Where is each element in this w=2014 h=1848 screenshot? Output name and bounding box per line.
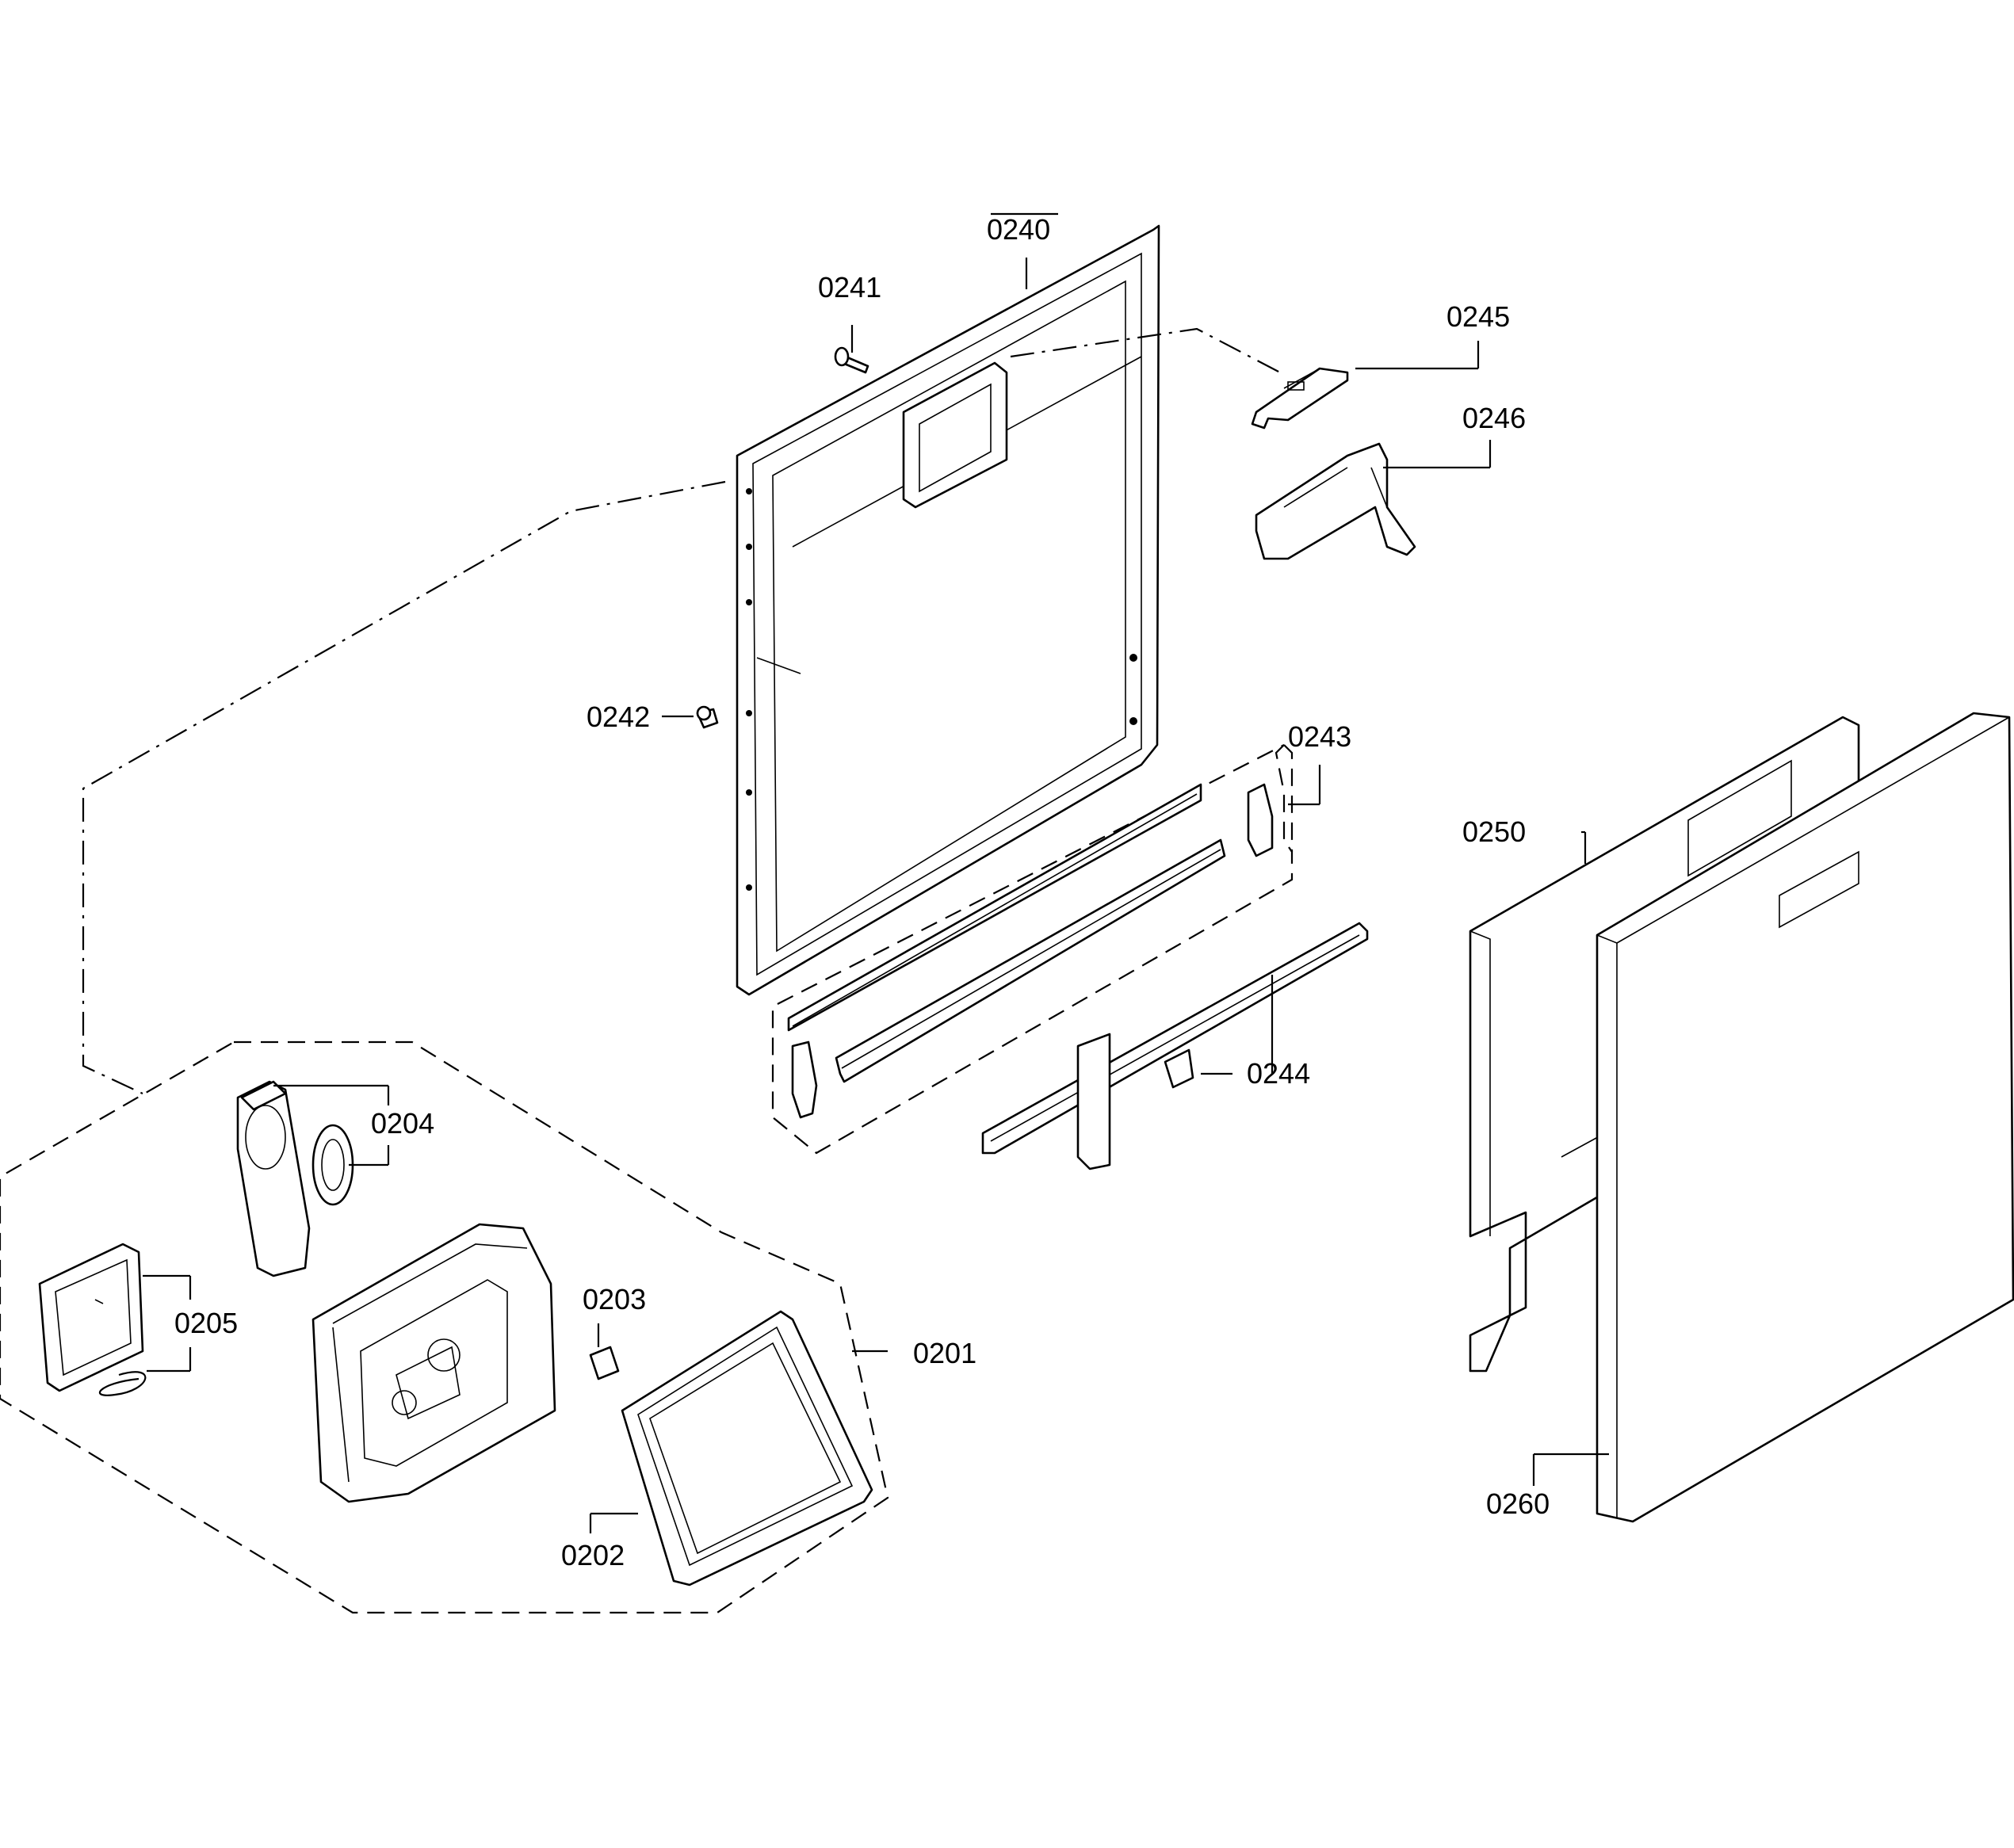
label-0202: 0202 — [561, 1539, 625, 1571]
plate-part-0205 — [38, 1243, 147, 1396]
label-0240: 0240 — [987, 213, 1050, 246]
label-0244: 0244 — [1247, 1057, 1310, 1090]
label-0242: 0242 — [587, 701, 650, 733]
label-0245: 0245 — [1446, 300, 1510, 333]
latch-part-0246 — [1255, 442, 1416, 560]
control-assembly-0201-outline — [0, 1040, 889, 1614]
screw-0241 — [834, 346, 869, 374]
label-0205: 0205 — [174, 1307, 238, 1339]
rail-part-0244 — [981, 922, 1369, 1170]
label-0246: 0246 — [1462, 402, 1526, 434]
bracket-part-0204 — [236, 1080, 354, 1277]
label-0201: 0201 — [913, 1337, 976, 1369]
seal-strip-assembly-0243 — [771, 744, 1294, 1155]
label-0203: 0203 — [583, 1283, 646, 1315]
latch-part-0245 — [1251, 367, 1349, 430]
label-0243: 0243 — [1288, 720, 1351, 753]
label-0204: 0204 — [371, 1107, 434, 1140]
screw-0242 — [696, 705, 719, 729]
gasket-frame-0202 — [621, 1310, 873, 1586]
label-0250: 0250 — [1462, 815, 1526, 848]
outer-panel-0260 — [1596, 712, 2014, 1523]
label-0260: 0260 — [1486, 1487, 1550, 1520]
inner-door-frame — [736, 224, 1160, 996]
assembly-boundary-line — [82, 480, 726, 1094]
label-0241: 0241 — [818, 271, 881, 304]
leader-lines — [143, 212, 1609, 1533]
dispenser-unit — [311, 1223, 556, 1503]
latch-reference-line — [1010, 327, 1281, 373]
clip-part-0203 — [589, 1346, 620, 1380]
